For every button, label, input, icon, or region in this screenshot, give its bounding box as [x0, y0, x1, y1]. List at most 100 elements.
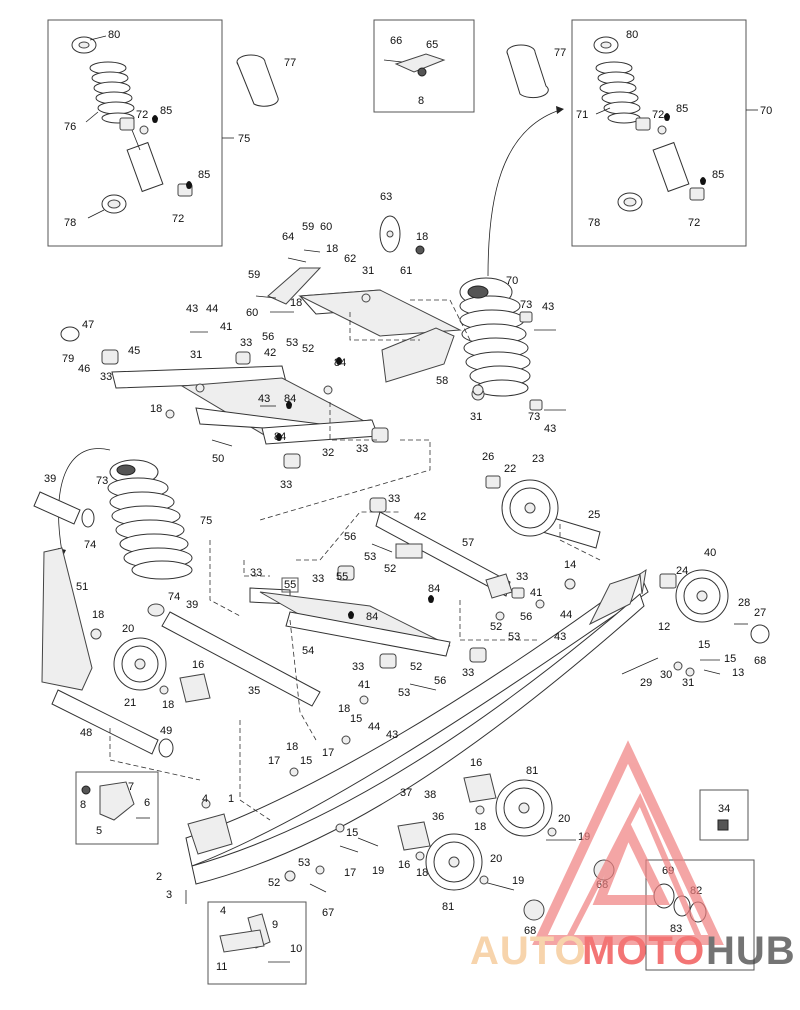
- callout-42: 42: [414, 511, 426, 523]
- callout-70: 70: [760, 105, 772, 117]
- callout-10: 10: [290, 943, 302, 955]
- link-51: [41, 547, 93, 691]
- shaft-35: [161, 611, 321, 707]
- callout-84: 84: [334, 357, 346, 369]
- callout-2: 2: [156, 871, 162, 883]
- slide-rail: [185, 568, 649, 885]
- callout-17: 17: [268, 755, 280, 767]
- callout-43: 43: [386, 729, 398, 741]
- callout-31: 31: [682, 677, 694, 689]
- inset-shock-70: [571, 19, 758, 247]
- callout-84: 84: [428, 583, 440, 595]
- callout-18: 18: [338, 703, 350, 715]
- callout-72: 72: [172, 213, 184, 225]
- callout-27: 27: [754, 607, 766, 619]
- grease-drop-icon: [152, 115, 158, 123]
- callout-81: 81: [526, 765, 538, 777]
- shaft-48: [51, 689, 159, 755]
- callout-44: 44: [368, 721, 380, 733]
- callout-56: 56: [262, 331, 274, 343]
- callout-56: 56: [520, 611, 532, 623]
- callout-15: 15: [300, 755, 312, 767]
- callout-62: 62: [344, 253, 356, 265]
- callout-56: 56: [434, 675, 446, 687]
- callout-4: 4: [220, 905, 226, 917]
- callout-9: 9: [272, 919, 278, 931]
- callout-59: 59: [302, 221, 314, 233]
- callout-35: 35: [248, 685, 260, 697]
- hardware: [90, 249, 748, 963]
- callout-43: 43: [258, 393, 270, 405]
- callout-15: 15: [698, 639, 710, 651]
- wheel-40: [659, 569, 770, 644]
- grease-drop-icon: [348, 611, 354, 619]
- boot-77-right: [506, 44, 549, 99]
- inset-bracket-9: [207, 901, 307, 985]
- callout-53: 53: [508, 631, 520, 643]
- callout-60: 60: [246, 307, 258, 319]
- callout-66: 66: [390, 35, 402, 47]
- callout-18: 18: [416, 231, 428, 243]
- callout-56: 56: [344, 531, 356, 543]
- bushing-72: [119, 117, 135, 131]
- callout-52: 52: [268, 877, 280, 889]
- callout-57: 57: [462, 537, 474, 549]
- callout-54: 54: [302, 645, 314, 657]
- callout-15: 15: [346, 827, 358, 839]
- callout-44: 44: [560, 609, 572, 621]
- callout-41: 41: [220, 321, 232, 333]
- callout-61: 61: [400, 265, 412, 277]
- callout-52: 52: [384, 563, 396, 575]
- bracket-65: [394, 53, 446, 73]
- callout-21: 21: [124, 697, 136, 709]
- callout-45: 45: [128, 345, 140, 357]
- callout-41: 41: [358, 679, 370, 691]
- callout-50: 50: [212, 453, 224, 465]
- callout-52: 52: [410, 661, 422, 673]
- callout-43: 43: [186, 303, 198, 315]
- callout-7: 7: [128, 781, 134, 793]
- block-16: [179, 673, 211, 703]
- callout-80: 80: [108, 29, 120, 41]
- callout-43: 43: [542, 301, 554, 313]
- upper-cross-shaft: [267, 215, 462, 383]
- callout-53: 53: [364, 551, 376, 563]
- callout-33: 33: [100, 371, 112, 383]
- callout-23: 23: [532, 453, 544, 465]
- callout-labels: 80 76 72 85 85 78 72 75 77 66 65 8 77 80…: [44, 29, 772, 973]
- callout-17: 17: [344, 867, 356, 879]
- callout-18: 18: [92, 609, 104, 621]
- callout-29: 29: [640, 677, 652, 689]
- callout-19: 19: [372, 865, 384, 877]
- inset-bracket-65: [373, 19, 475, 113]
- callout-14: 14: [564, 559, 576, 571]
- callout-34: 34: [718, 803, 730, 815]
- callout-75: 75: [200, 515, 212, 527]
- callout-85: 85: [160, 105, 172, 117]
- callout-81: 81: [442, 901, 454, 913]
- callout-47: 47: [82, 319, 94, 331]
- callout-72: 72: [136, 109, 148, 121]
- callout-46: 46: [78, 363, 90, 375]
- arm-62: [267, 267, 322, 305]
- callout-53: 53: [398, 687, 410, 699]
- callout-28: 28: [738, 597, 750, 609]
- callout-71: 71: [576, 109, 588, 121]
- callout-84: 84: [366, 611, 378, 623]
- callout-16: 16: [398, 859, 410, 871]
- front-arm-assembly: [33, 326, 389, 528]
- rear-arm-assembly: [249, 497, 525, 669]
- callout-78: 78: [64, 217, 76, 229]
- grease-drop-icon: [664, 113, 670, 121]
- callout-15: 15: [350, 713, 362, 725]
- callout-26: 26: [482, 451, 494, 463]
- callout-33: 33: [462, 667, 474, 679]
- callout-85: 85: [198, 169, 210, 181]
- callout-30: 30: [660, 669, 672, 681]
- callout-85: 85: [712, 169, 724, 181]
- callout-43: 43: [544, 423, 556, 435]
- callout-84: 84: [274, 431, 286, 443]
- callout-83: 83: [670, 923, 682, 935]
- callout-39: 39: [44, 473, 56, 485]
